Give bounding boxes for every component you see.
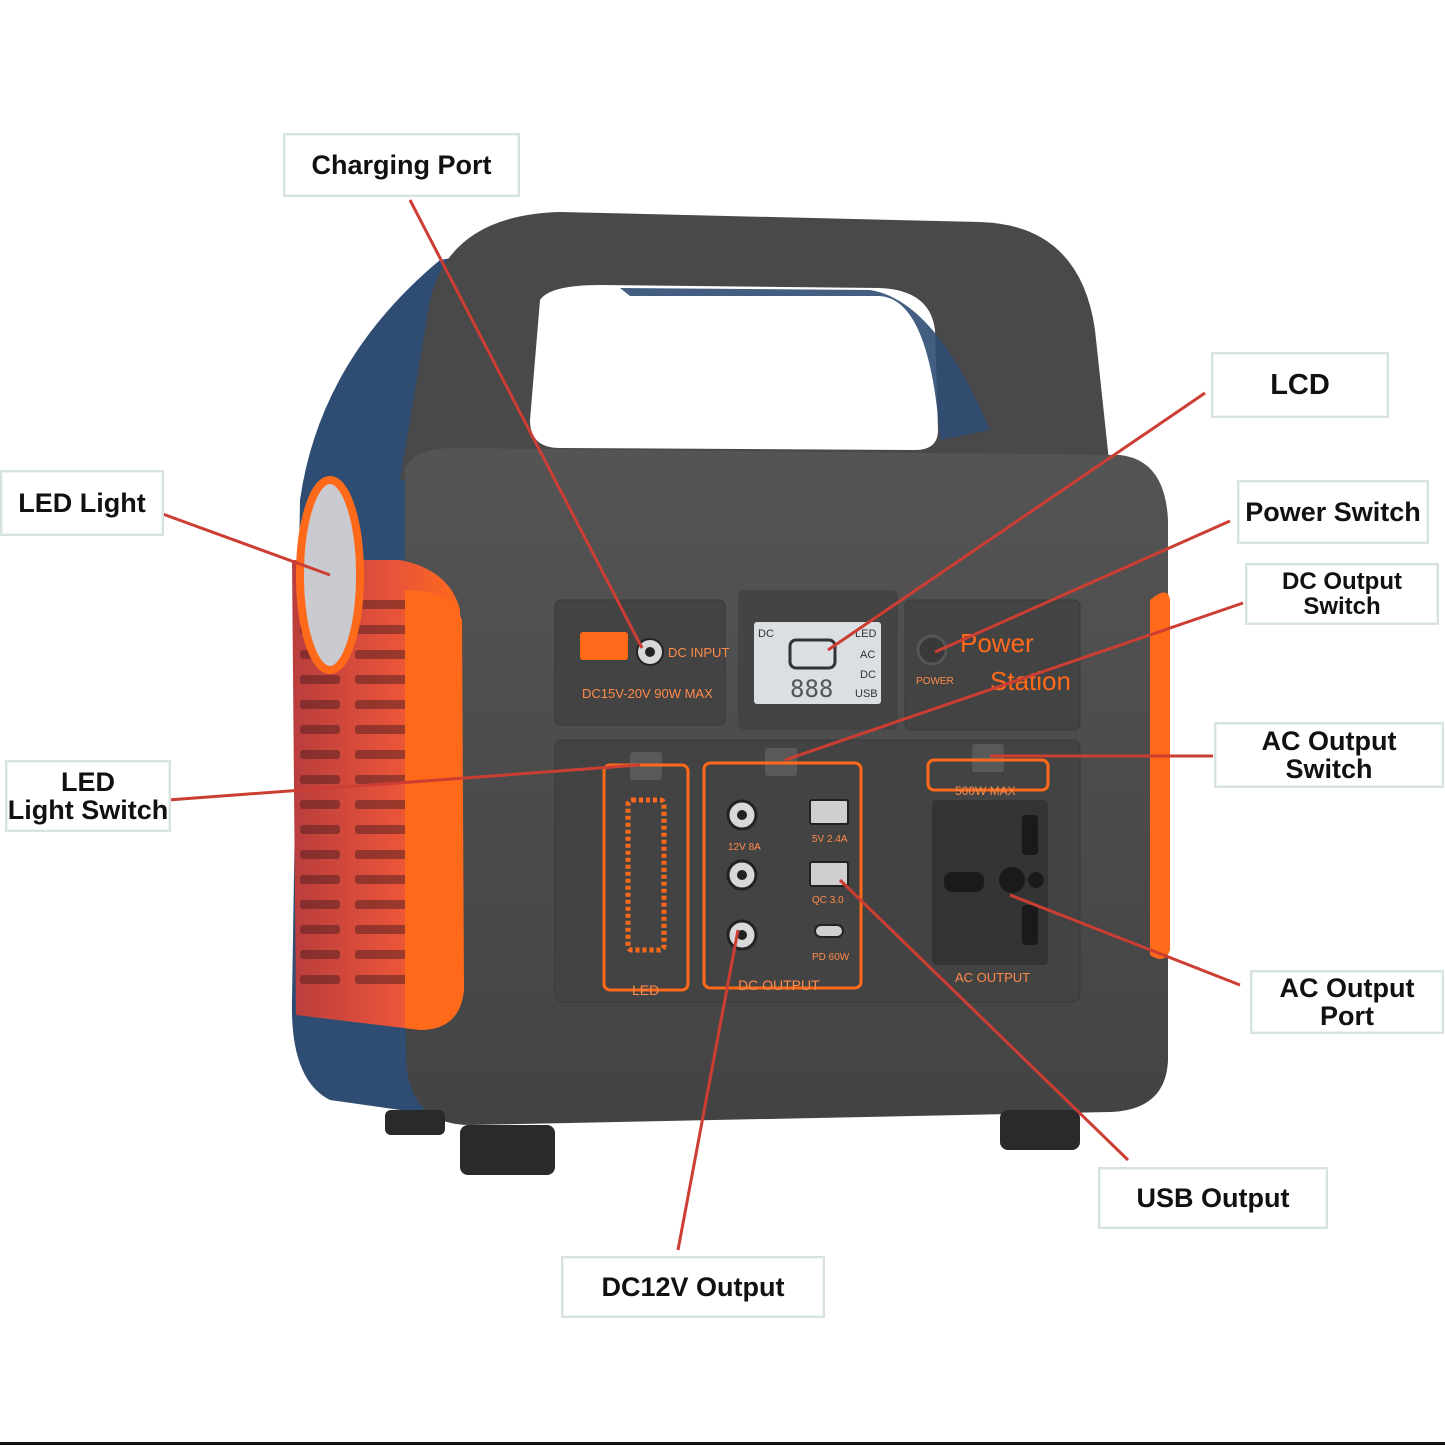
ac-output-panel-label: AC OUTPUT xyxy=(955,970,1030,985)
callout-led-light: LED Light xyxy=(0,470,164,536)
callout-led-light-switch-line2: Light Switch xyxy=(7,795,169,825)
callout-charging-port-text: Charging Port xyxy=(311,149,492,180)
lcd-led: LED xyxy=(855,628,876,640)
station-word: Station xyxy=(990,666,1071,696)
power-word: Power xyxy=(960,628,1034,658)
dc-port-spec: 12V 8A xyxy=(728,842,761,853)
callout-dc12v-output: DC12V Output xyxy=(561,1256,825,1318)
lcd-dc: DC xyxy=(758,628,774,640)
callout-usb-output-text: USB Output xyxy=(1136,1182,1290,1213)
pointer-led-light-switch xyxy=(167,763,641,802)
callout-ac-output-switch-text: AC Output Switch xyxy=(1261,725,1397,784)
pointer-usb-output xyxy=(838,878,1130,1162)
usb-spec-1: 5V 2.4A xyxy=(812,834,848,845)
bottom-border xyxy=(0,1442,1445,1445)
callout-power-switch-text: Power Switch xyxy=(1245,496,1421,527)
usb-a-port xyxy=(809,861,849,887)
dc-input-spec: DC15V-20V 90W MAX xyxy=(582,686,713,701)
pointer-power-switch xyxy=(934,519,1231,654)
callout-led-light-switch: LED Light Switch xyxy=(5,760,171,832)
callout-dc12v-output-text: DC12V Output xyxy=(601,1271,785,1302)
callout-charging-port: Charging Port xyxy=(283,133,520,197)
pointer-lcd xyxy=(827,391,1206,652)
lcd-digits: 888 xyxy=(790,675,833,703)
foot xyxy=(385,1110,445,1135)
lcd-usb: USB xyxy=(855,688,878,700)
pointer-ac-output-port xyxy=(1009,893,1241,987)
dc-input-panel xyxy=(554,599,726,726)
pointer-led-light xyxy=(159,511,331,577)
ac-rating-label: 500W MAX xyxy=(955,784,1016,798)
callout-led-light-switch-line1: LED xyxy=(61,766,115,797)
usb-spec-2: QC 3.0 xyxy=(812,895,844,906)
pointer-lines xyxy=(159,199,1244,1251)
usb-c-port xyxy=(814,924,844,938)
power-small-label: POWER xyxy=(916,676,954,687)
callout-lcd: LCD xyxy=(1211,352,1389,418)
power-button xyxy=(916,634,948,666)
dc-output-panel-label: DC OUTPUT xyxy=(738,977,820,993)
callout-ac-output-switch: AC Output Switch xyxy=(1214,722,1444,788)
callout-led-light-text: LED Light xyxy=(18,487,146,518)
callout-usb-output: USB Output xyxy=(1098,1167,1328,1229)
battery-icon xyxy=(580,632,628,660)
callout-dc-output-switch-text: DC Output Switch xyxy=(1282,567,1402,620)
lcd-dc2: DC xyxy=(860,669,876,681)
usb-c-spec: PD 60W xyxy=(812,952,850,963)
callout-ac-output-port: AC Output Port xyxy=(1250,970,1444,1034)
lcd-ac: AC xyxy=(860,649,875,661)
pointer-dc-output-switch xyxy=(784,601,1244,762)
callout-lcd-text: LCD xyxy=(1270,368,1330,401)
handle-opening xyxy=(530,285,938,450)
callout-ac-output-port-text: AC Output Port xyxy=(1279,972,1415,1031)
pointer-charging-port xyxy=(408,199,644,649)
callout-power-switch: Power Switch xyxy=(1237,480,1429,544)
ac-socket xyxy=(932,800,1048,965)
led-panel-label: LED xyxy=(632,982,659,998)
callout-dc-output-switch: DC Output Switch xyxy=(1245,563,1439,625)
lcd-battery-icon xyxy=(788,638,837,670)
ac-panel-frame xyxy=(926,758,1050,792)
foot xyxy=(460,1125,555,1175)
usb-a-port xyxy=(809,799,849,825)
power-panel xyxy=(904,599,1081,731)
pointer-dc12v-output xyxy=(676,929,740,1251)
led-panel-frame xyxy=(602,763,690,992)
dc-output-frame xyxy=(702,761,863,990)
dc-input-label: DC INPUT xyxy=(668,645,729,660)
ac-output-switch xyxy=(972,744,1004,772)
foot xyxy=(1000,1110,1080,1150)
lcd-screen xyxy=(754,622,881,704)
